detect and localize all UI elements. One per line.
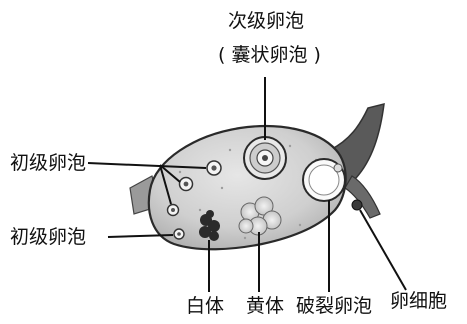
label-corpus-albicans: 白体 <box>186 295 224 317</box>
label-ovum: 卵细胞 <box>390 290 447 312</box>
label-primary-follicle-lower: 初级卵泡 <box>10 226 86 248</box>
label-vesicular-follicle: ( 囊状卵泡 ) <box>218 44 321 66</box>
label-ruptured-follicle: 破裂卵泡 <box>296 295 372 317</box>
label-primary-follicle-upper: 初级卵泡 <box>10 152 86 174</box>
label-corpus-luteum: 黄体 <box>246 295 284 317</box>
primary-follicle-lower <box>174 229 184 239</box>
mature-follicle <box>303 159 345 201</box>
ovum-cell <box>352 200 362 210</box>
leader-ovum <box>360 210 406 290</box>
label-secondary-follicle: 次级卵泡 <box>228 10 304 32</box>
secondary-follicle <box>244 137 286 179</box>
fimbriae <box>345 176 380 218</box>
